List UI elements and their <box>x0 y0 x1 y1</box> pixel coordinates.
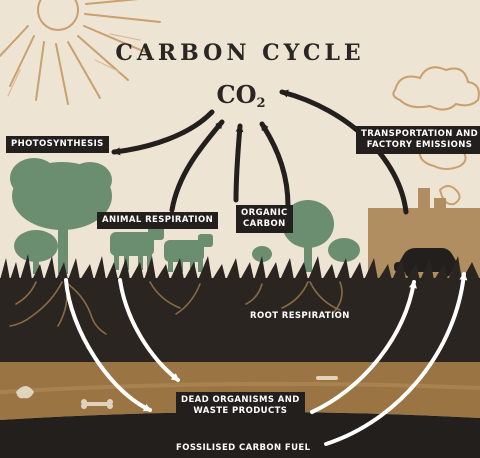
label-dead-line2: WASTE PRODUCTS <box>193 406 288 416</box>
roots <box>9 281 343 335</box>
arrow-center-1 <box>233 123 244 203</box>
arrow-photosynthesis <box>111 109 215 156</box>
tree-small <box>14 230 58 274</box>
sun <box>0 0 161 105</box>
soil-top-layer <box>0 278 480 362</box>
label-organic-carbon-line1: ORGANIC <box>241 208 288 218</box>
tree-large <box>10 158 112 274</box>
label-organic-carbon: ORGANIC CARBON <box>236 205 293 233</box>
fossil-bones <box>16 376 338 409</box>
co2-main: CO <box>216 80 257 109</box>
label-animal-respiration: ANIMAL RESPIRATION <box>97 212 219 229</box>
label-animal-respiration-text: ANIMAL RESPIRATION <box>102 215 214 225</box>
label-fossilised-fuel: FOSSILISED CARBON FUEL <box>176 443 311 453</box>
label-transport-line2: FACTORY EMISSIONS <box>366 140 473 150</box>
arrow-fossil-to-car <box>310 280 417 414</box>
arrow-organic-carbon <box>259 121 291 209</box>
arrow-tree-to-dead <box>64 278 152 412</box>
label-transport-emissions: TRANSPORTATION AND FACTORY EMISSIONS <box>356 126 480 154</box>
soil-bottom-layer <box>0 411 480 458</box>
arrow-animals-to-dead <box>118 278 180 382</box>
label-dead-line1: DEAD ORGANISMS AND <box>181 395 300 405</box>
bushes <box>252 238 360 262</box>
label-dead-organisms: DEAD ORGANISMS AND WASTE PRODUCTS <box>176 392 305 420</box>
arrow-animal-respiration <box>169 119 225 213</box>
label-organic-carbon-line2: CARBON <box>243 219 286 229</box>
label-root-respiration: ROOT RESPIRATION <box>250 311 350 321</box>
label-photosynthesis-text: PHOTOSYNTHESIS <box>11 139 104 149</box>
label-transport-line1: TRANSPORTATION AND <box>361 129 479 139</box>
co2-label: CO2 <box>211 80 271 111</box>
cow-left <box>110 226 164 270</box>
tree-right <box>282 200 334 272</box>
white-arrows <box>64 272 468 446</box>
co2-sub: 2 <box>256 96 266 111</box>
page-title: CARBON CYCLE <box>115 40 365 66</box>
arrow-fossil-to-factory <box>324 272 468 446</box>
grass <box>0 254 480 280</box>
label-photosynthesis: PHOTOSYNTHESIS <box>6 136 109 153</box>
